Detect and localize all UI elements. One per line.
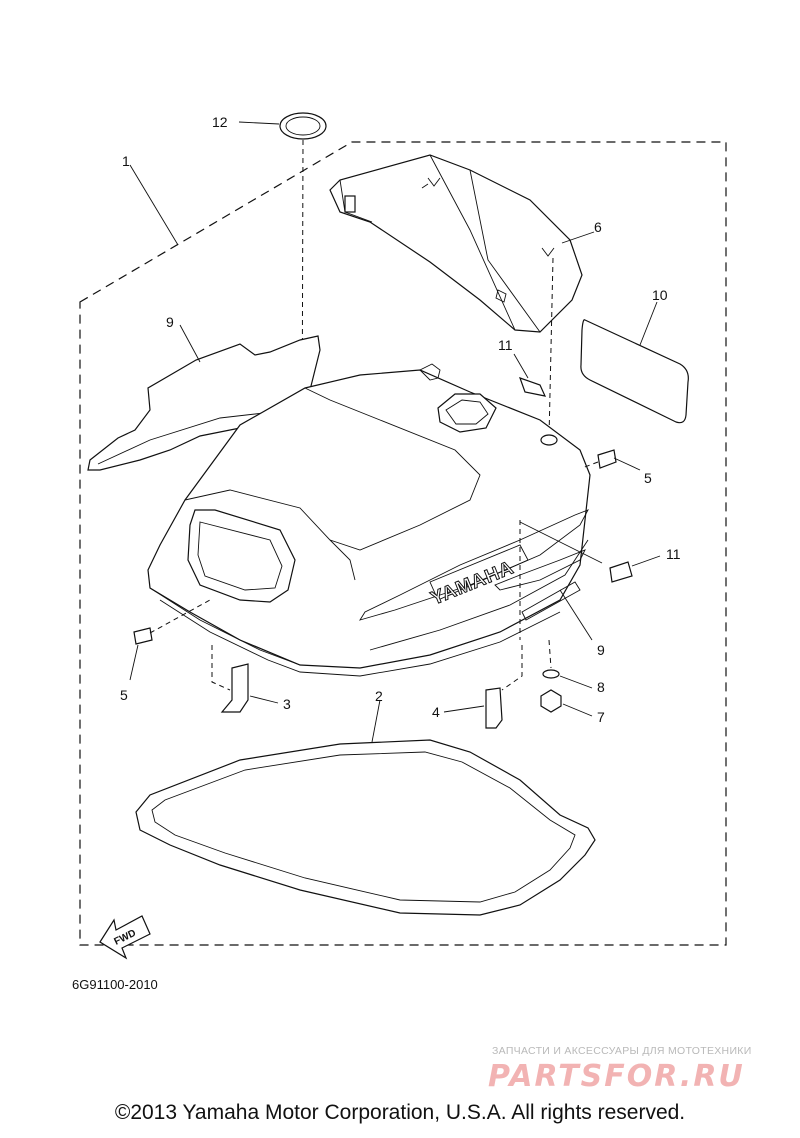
callout-10: 10: [652, 287, 668, 303]
part-9-seal-left: [87, 324, 321, 471]
callout-9-right: 9: [597, 642, 605, 658]
callout-2: 2: [375, 688, 383, 704]
part-10-label: [580, 301, 689, 424]
watermark-logo-text: PARTSFOR.RU: [488, 1059, 745, 1094]
callout-3: 3: [283, 696, 291, 712]
callout-8: 8: [597, 679, 605, 695]
callout-11-top: 11: [498, 337, 513, 353]
callout-12: 12: [212, 114, 228, 130]
callout-6: 6: [594, 219, 602, 235]
callout-1: 1: [122, 153, 130, 169]
watermark-caption: ЗАПЧАСТИ И АКСЕССУАРЫ ДЛЯ МОТОТЕХНИКИ: [492, 1045, 752, 1057]
watermark-logo: PARTSFOR.RU: [488, 1059, 745, 1094]
part-12-grommet: [238, 112, 327, 471]
drawing-code: 6G91100-2010: [72, 977, 158, 992]
callout-5-left: 5: [120, 687, 128, 703]
part-2-gasket: [135, 699, 596, 916]
part-1-cowling: [129, 164, 603, 677]
fwd-direction-arrow: [99, 915, 151, 960]
part-8-washer: [542, 639, 593, 689]
part-4-bracket: [443, 645, 523, 729]
part-9-right-leader: [559, 589, 593, 641]
part-6-top-cover: [329, 154, 595, 439]
part-3-bracket: [211, 645, 279, 713]
copyright-notice: ©2013 Yamaha Motor Corporation, U.S.A. A…: [114, 1101, 686, 1124]
assembly-boundary: [79, 141, 727, 946]
part-11-decals: [513, 353, 661, 583]
callout-11-right: 11: [666, 546, 681, 562]
part-7-nut: [540, 689, 593, 717]
part-5-screws: [129, 449, 641, 681]
callout-7: 7: [597, 709, 605, 725]
callout-4: 4: [432, 704, 440, 720]
callout-5-right: 5: [644, 470, 652, 486]
callout-9-left: 9: [166, 314, 174, 330]
